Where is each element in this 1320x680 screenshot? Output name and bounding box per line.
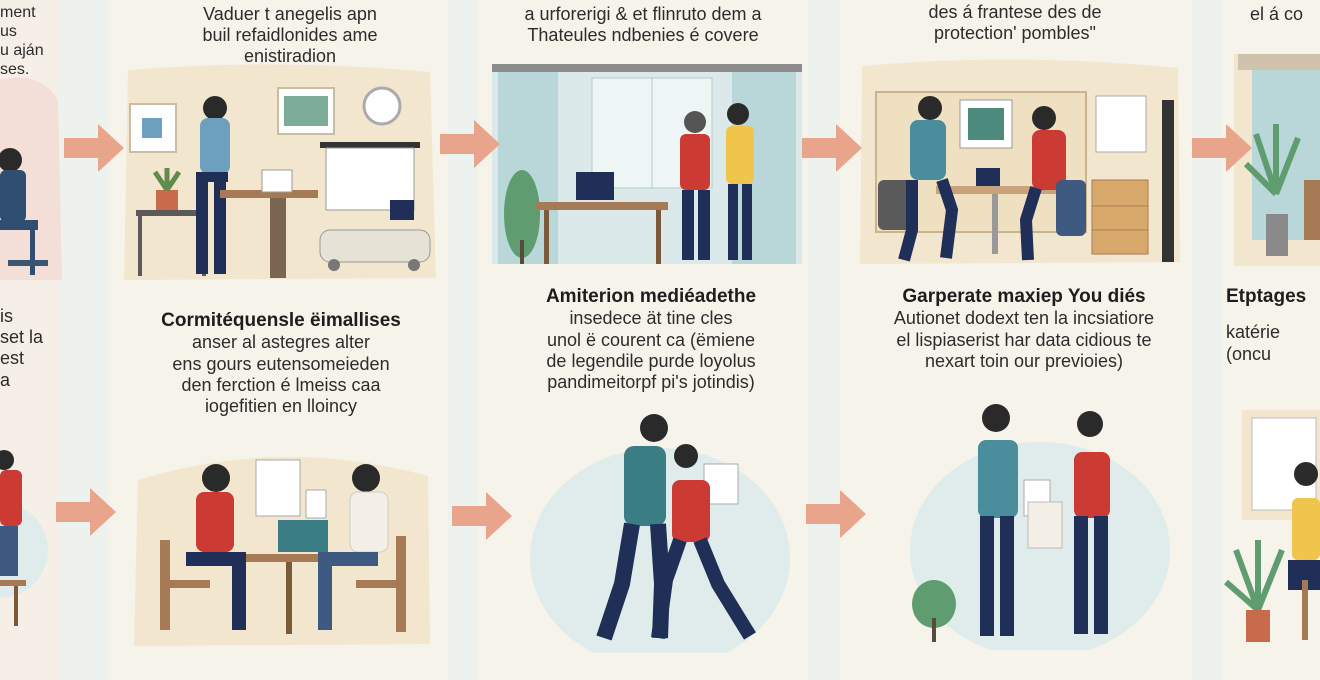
bottom-scene-1	[0, 440, 60, 640]
top-scene-4	[856, 56, 1186, 268]
arrow-icon	[452, 492, 512, 540]
mid-caption-5: Etptages katérie (oncu	[1226, 286, 1320, 365]
mid-caption-4-line-3: nexart toin our previoies)	[924, 350, 1124, 371]
bottom-scene-1-illustration	[0, 450, 48, 626]
bottom-scene-4-illustration	[910, 404, 1170, 650]
mid-caption-3: Amiterion mediéadethe insedece ät tine c…	[484, 286, 818, 393]
mid-caption-3-line-1: insedece ät tine cles	[569, 308, 733, 329]
top-caption-1-line-3: ses.	[0, 60, 30, 78]
top-scene-4-illustration	[860, 59, 1180, 264]
top-scene-5-illustration	[1234, 54, 1320, 266]
mid-caption-2-line-2: ens gours eutensomeieden	[172, 353, 390, 374]
top-caption-1: ment us u aján ses.	[0, 4, 52, 80]
top-scene-2	[120, 60, 438, 285]
mid-caption-4-line-2: el lispiaserist har data cidious te	[896, 329, 1152, 350]
top-caption-1-line-2: u aján	[0, 41, 44, 59]
mid-caption-3-heading: Amiterion mediéadethe	[545, 286, 757, 307]
mid-caption-2-line-3: den ferction é lmeiss caa	[181, 374, 381, 395]
bottom-scene-2	[130, 440, 436, 650]
mid-caption-3-line-2: unol ë courent ca (ëmiene	[546, 329, 756, 350]
mid-caption-5-heading: Etptages	[1226, 286, 1307, 307]
top-caption-5: el á co	[1250, 4, 1320, 25]
top-scene-1	[0, 70, 62, 290]
arrow-icon	[440, 120, 500, 168]
mid-caption-3-line-4: pandimeitorpf pi's jotindis)	[547, 372, 755, 393]
arrow-icon	[64, 124, 124, 172]
arrow-icon	[56, 488, 116, 536]
mid-caption-4-line-1: Autionet dodext ten la incsiatiore	[893, 308, 1155, 329]
bottom-scene-2-illustration	[134, 456, 430, 646]
bottom-scene-3	[520, 408, 790, 653]
mid-caption-5-line-1: katérie	[1226, 322, 1281, 343]
top-scene-2-illustration	[124, 64, 436, 280]
top-caption-2-line-1: Vaduer t anegelis apn	[203, 4, 377, 24]
top-caption-5-line-1: el á co	[1250, 4, 1304, 24]
mid-caption-4-heading: Garperate maxiep You diés	[902, 286, 1146, 307]
mid-caption-2-heading: Cormitéquensle ëimallises	[161, 310, 401, 331]
bottom-scene-5-illustration	[1224, 410, 1320, 642]
mid-caption-1-line-1: is	[0, 306, 13, 326]
top-caption-4-line-2: protection' pombles"	[934, 23, 1096, 44]
mid-caption-2-line-4: iogefitien en lloincy	[204, 396, 358, 417]
top-caption-3: a urforerigi & et flinruto dem a Thateul…	[488, 4, 798, 46]
arrow-icon	[806, 490, 866, 538]
mid-caption-4: Garperate maxiep You diés Autionet dodex…	[844, 286, 1204, 372]
arrow-icon	[802, 124, 862, 172]
top-scene-3	[492, 64, 802, 264]
top-scene-3-illustration	[492, 64, 802, 264]
arrow-icon	[1192, 124, 1252, 172]
bottom-scene-4	[900, 400, 1180, 650]
mid-caption-1-line-4: a	[0, 369, 11, 390]
top-caption-1-line-1: ment us	[0, 4, 36, 40]
top-caption-2: Vaduer t anegelis apn buil refaidlonides…	[150, 4, 430, 68]
top-caption-4: des á frantese des de protection' pomble…	[870, 2, 1160, 44]
top-caption-2-line-3: enistiradion	[243, 46, 337, 67]
mid-caption-5-line-2: (oncu	[1226, 343, 1272, 364]
mid-caption-1-line-3: est	[0, 348, 25, 369]
mid-caption-3-line-3: de legendile purde loyolus	[546, 350, 756, 371]
top-scene-5	[1234, 54, 1320, 266]
top-caption-2-line-2: buil refaidlonides ame	[202, 25, 378, 46]
mid-caption-2: Cormitéquensle ëimallises anser al asteg…	[116, 310, 446, 417]
mid-caption-1: is set la est a	[0, 306, 58, 391]
bottom-scene-3-illustration	[530, 414, 790, 653]
bottom-scene-5	[1222, 410, 1320, 650]
mid-caption-1-line-2: set la	[0, 327, 44, 348]
top-caption-3-line-2: Thateules ndbenies é covere	[527, 25, 759, 46]
mid-caption-2-line-1: anser al astegres alter	[191, 332, 371, 353]
top-caption-3-line-1: a urforerigi & et flinruto dem a	[524, 4, 762, 24]
top-caption-4-line-1: des á frantese des de	[928, 2, 1102, 22]
top-scene-1-illustration	[0, 77, 62, 280]
